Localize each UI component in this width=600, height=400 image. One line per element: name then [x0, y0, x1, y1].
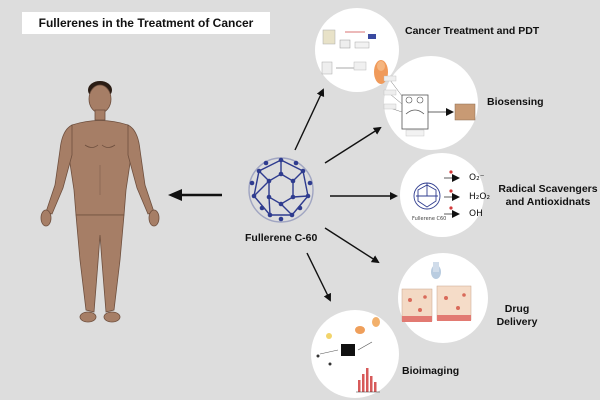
peroxide-label: H₂O₂ — [469, 192, 491, 202]
hydroxyl-label: OH — [469, 209, 483, 219]
arrow-drug — [324, 227, 380, 264]
arrow-cancer-pdt — [294, 88, 325, 151]
fullerene-caption: Fullerene C60 — [412, 216, 447, 222]
label-cancer-pdt: Cancer Treatment and PDT — [405, 25, 540, 37]
center-label: Fullerene C-60 — [245, 232, 318, 244]
cancer-pdt-illustration — [315, 8, 399, 92]
fullerene-c60-icon — [248, 157, 314, 223]
page-title: Fullerenes in the Treatment of Cancer — [22, 12, 270, 34]
arrow-to-body — [168, 189, 222, 201]
human-body-figure — [40, 81, 160, 323]
label-biosensing: Biosensing — [487, 96, 544, 108]
label-radical-line1: Radical Scavengers — [498, 183, 598, 195]
drug-delivery-illustration — [398, 253, 488, 343]
label-bioimaging: Bioimaging — [402, 365, 460, 377]
radical-scavenger-illustration — [400, 153, 484, 237]
superoxide-label: O₂⁻ — [469, 173, 485, 183]
label-drug-line2: Delivery — [496, 316, 538, 328]
arrow-biosensing — [324, 126, 382, 164]
arrows-to-applications — [294, 88, 398, 302]
label-drug-line1: Drug — [504, 303, 530, 315]
label-radical-line2: and Antioxidnats — [505, 196, 591, 208]
bioimaging-illustration — [311, 310, 399, 398]
arrow-bioimaging — [306, 252, 331, 302]
biosensing-illustration — [383, 56, 478, 150]
